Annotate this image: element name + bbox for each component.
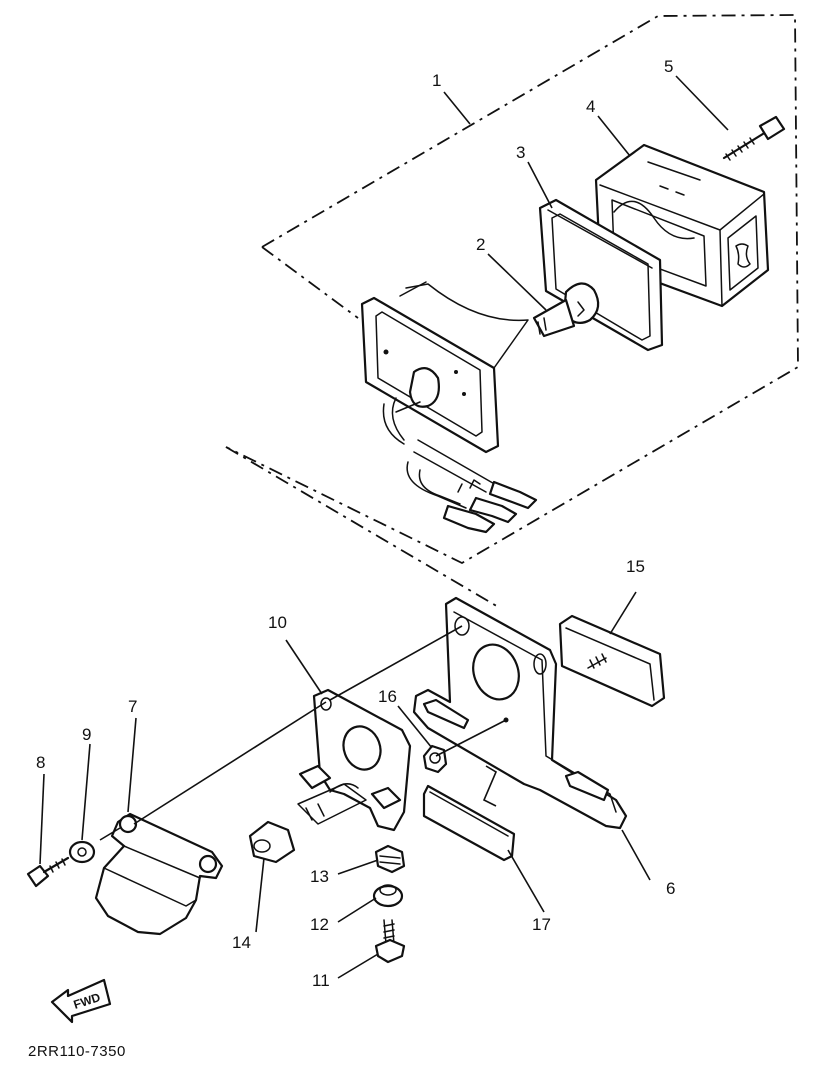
callout-11: 11 [312,971,330,990]
license-lamp [94,812,224,936]
callout-8: 8 [36,753,45,772]
screw [722,115,786,161]
assembly-guide-lines [99,625,507,841]
callout-16: 16 [378,687,397,706]
callout-15: 15 [626,557,645,576]
callout-4: 4 [586,97,595,116]
callout-13: 13 [310,867,329,886]
screw-8 [26,856,70,888]
bolt-11 [374,919,406,964]
callout-12: 12 [310,915,329,934]
reflector [558,614,666,708]
washer-9 [68,840,96,864]
callout-7: 7 [128,697,137,716]
callout-17: 17 [532,915,551,934]
lamp-bracket [297,688,412,832]
callout-9: 9 [82,725,91,744]
callout-2: 2 [476,235,485,254]
grommet-14 [248,820,296,864]
lamp-wiring [406,439,538,534]
lens-gasket [538,198,664,352]
license-plate-pad [422,784,516,862]
collar-12 [372,884,404,908]
lamp-housing [360,281,529,454]
nut-16 [422,744,448,774]
callout-leaders [39,75,729,979]
diagram-code: 2RR110-7350 [28,1043,126,1060]
callout-numbers: 1 2 3 4 5 6 7 8 9 10 11 12 13 14 15 16 1… [36,57,675,990]
callout-6: 6 [666,879,675,898]
bulb [532,282,600,338]
callout-1: 1 [432,71,441,90]
taillight-assembly-boundary [225,14,799,609]
callout-14: 14 [232,933,251,952]
license-bracket [412,596,628,830]
callout-5: 5 [664,57,673,76]
callout-3: 3 [516,143,525,162]
collar-13 [374,844,406,874]
forward-arrow-icon: FWD [50,978,112,1024]
callout-10: 10 [268,613,287,632]
